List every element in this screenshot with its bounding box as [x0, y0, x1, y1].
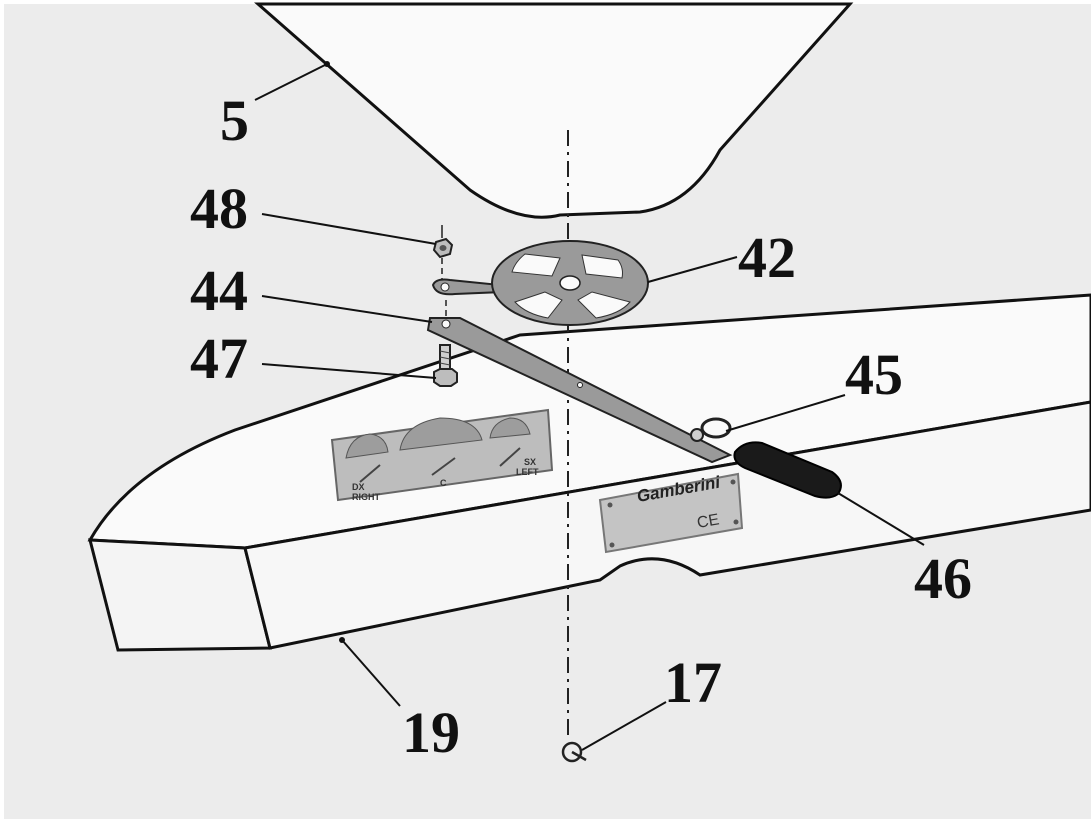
lever-part-44 — [426, 317, 733, 464]
leader-19 — [341, 639, 401, 707]
bolt-part-47 — [433, 344, 458, 387]
plate-label-c: C — [440, 478, 447, 488]
leader-44 — [261, 295, 433, 323]
callout-5: 5 — [220, 88, 249, 153]
leader-5 — [254, 63, 328, 101]
leader-45 — [725, 394, 846, 432]
gauge-right — [345, 433, 389, 459]
leader-17 — [581, 701, 667, 751]
leader-48 — [261, 213, 437, 245]
callout-17: 17 — [664, 650, 722, 715]
leader-46 — [837, 492, 925, 546]
callout-44: 44 — [190, 258, 248, 323]
ring-pin-part-45 — [690, 417, 732, 442]
plate-label-sx: SX — [524, 457, 536, 467]
leader-47 — [261, 363, 437, 379]
callout-47: 47 — [190, 326, 248, 391]
callout-48: 48 — [190, 176, 248, 241]
gauge-center — [399, 417, 483, 451]
nameplate-ce-mark: CE — [696, 511, 721, 532]
nut-part-48 — [432, 237, 454, 259]
clip-part-17 — [561, 741, 587, 763]
callout-45: 45 — [845, 342, 903, 407]
plate-label-left: LEFT — [516, 467, 539, 477]
plate-label-right: RIGHT — [352, 492, 381, 502]
disc-part-42 — [431, 240, 649, 326]
gauge-left — [489, 417, 531, 439]
leader-42 — [647, 256, 738, 283]
indicator-plate: DX RIGHT C SX LEFT — [330, 408, 554, 502]
upper-body-part-5 — [254, 2, 854, 219]
plate-label-dx: DX — [352, 482, 365, 492]
callout-19: 19 — [402, 700, 460, 765]
callout-46: 46 — [914, 546, 972, 611]
callout-42: 42 — [738, 225, 796, 290]
